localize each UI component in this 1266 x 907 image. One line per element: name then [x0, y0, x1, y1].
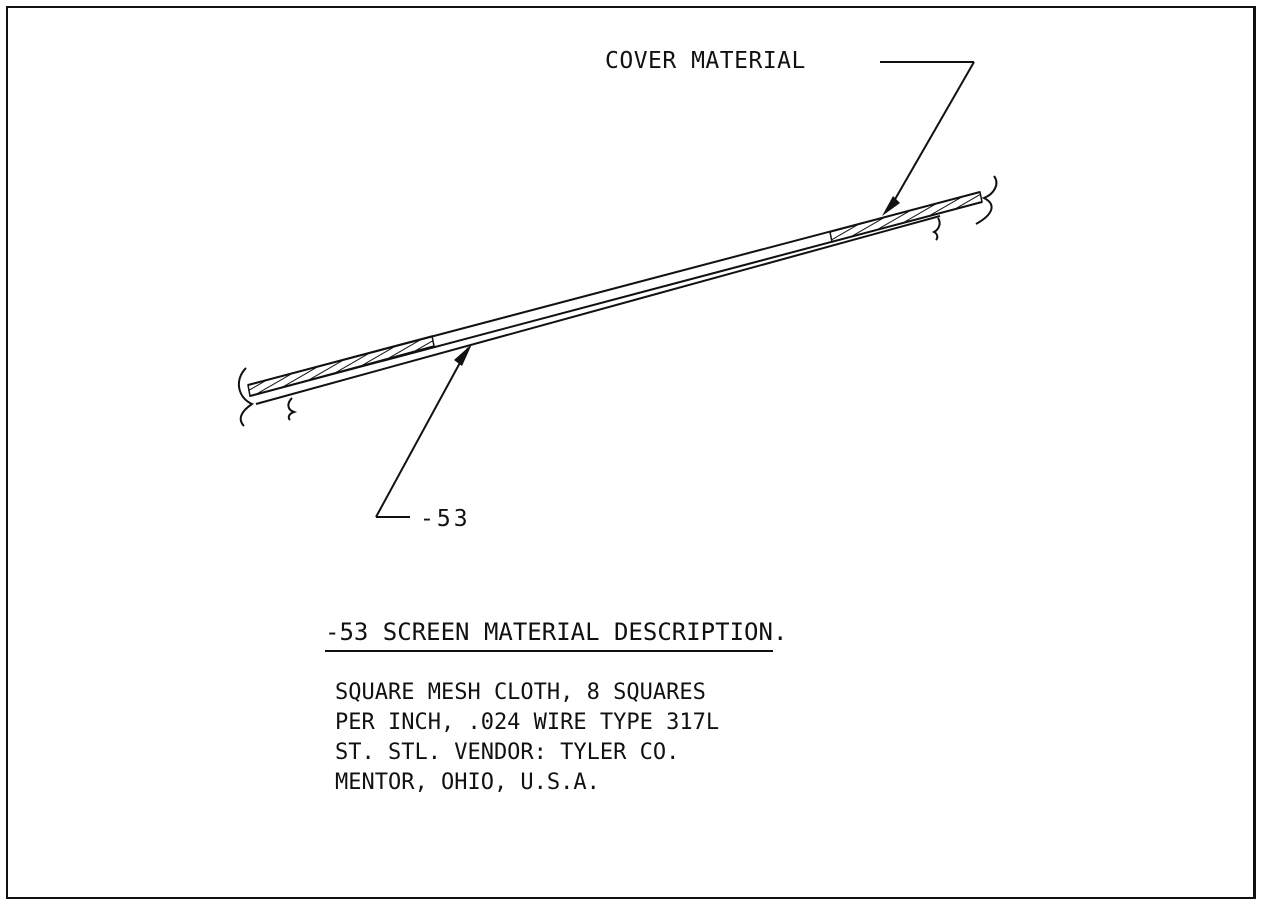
cover-hatch-right — [829, 191, 983, 243]
part-leader-arrowhead — [454, 344, 472, 366]
description-body: SQUARE MESH CLOTH, 8 SQUARES PER INCH, .… — [335, 678, 719, 798]
description-line: MENTOR, OHIO, U.S.A. — [335, 770, 600, 795]
cover-leader — [880, 61, 975, 209]
description-title: -53 SCREEN MATERIAL DESCRIPTION. — [325, 618, 787, 652]
cover-material-label: COVER MATERIAL — [605, 48, 806, 74]
cover-hatch-left — [247, 335, 435, 397]
break-lines — [237, 175, 998, 427]
part-number-label: -53 — [420, 506, 471, 532]
description-title-period: . — [772, 618, 788, 646]
description-line: PER INCH, .024 WIRE TYPE 317L — [335, 710, 720, 735]
part-leader — [375, 347, 469, 518]
description-line: SQUARE MESH CLOTH, 8 SQUARES — [335, 680, 706, 705]
description-line: ST. STL. VENDOR: TYLER CO. — [335, 740, 680, 765]
drawing-border — [6, 6, 1256, 899]
description-title-text: -53 SCREEN MATERIAL DESCRIPTION — [325, 618, 773, 652]
cover-leader-arrowhead — [882, 196, 900, 216]
